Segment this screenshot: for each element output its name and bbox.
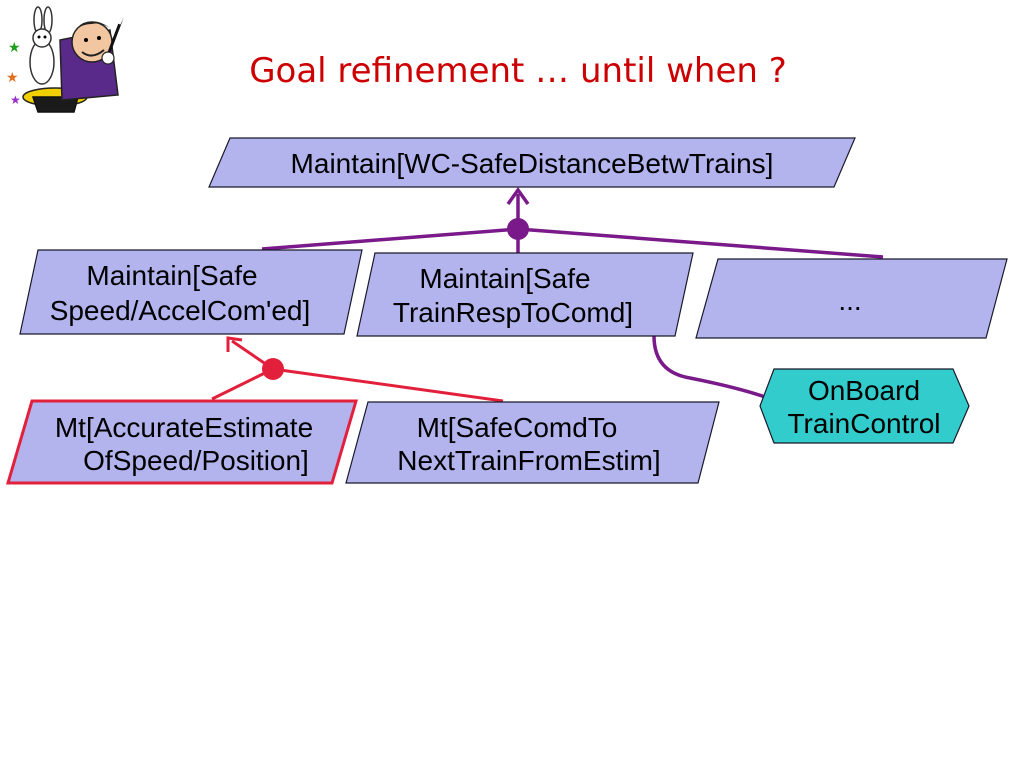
refinement-arrowhead bbox=[506, 186, 530, 206]
subgoal-more-label: ... bbox=[838, 285, 861, 316]
agent-shape bbox=[759, 368, 970, 444]
magician-icon: ★ ★ ★ bbox=[6, 6, 124, 113]
leaf-goal-safe-command-line2: NextTrainFromEstim] bbox=[397, 445, 660, 476]
agent-line2: TrainControl bbox=[787, 408, 940, 439]
subgoal-safe-speed-shape bbox=[19, 249, 363, 335]
leaf-goal-accurate-estimate[interactable]: Mt[AccurateEstimate OfSpeed/Position] bbox=[5, 399, 359, 485]
leaf-goal-safe-command[interactable]: Mt[SafeComdTo NextTrainFromEstim] bbox=[345, 401, 720, 484]
refinement-link-right bbox=[517, 227, 884, 259]
sub-refinement-link-right bbox=[272, 367, 504, 403]
leaf-goal-accurate-estimate-line1: Mt[AccurateEstimate bbox=[55, 412, 313, 443]
subgoal-train-response-line1: Maintain[Safe bbox=[419, 263, 590, 294]
subgoal-more[interactable]: ... bbox=[695, 258, 1008, 339]
subgoal-train-response[interactable]: Maintain[Safe TrainRespToComd] bbox=[356, 252, 694, 337]
refinement-node-root bbox=[507, 218, 529, 240]
root-goal[interactable]: Maintain[WC-SafeDistanceBetwTrains] bbox=[208, 137, 856, 188]
refinement-sub bbox=[211, 336, 504, 403]
refinement-root bbox=[261, 186, 884, 259]
slide-title: Goal refinement … until when ? bbox=[249, 51, 787, 91]
leaf-goal-accurate-estimate-line2: OfSpeed/Position] bbox=[83, 445, 309, 476]
subgoal-more-shape bbox=[695, 258, 1008, 339]
subgoal-safe-speed[interactable]: Maintain[Safe Speed/AccelCom'ed] bbox=[19, 249, 363, 335]
leaf-goal-safe-command-shape bbox=[345, 401, 720, 484]
subgoal-safe-speed-line2: Speed/AccelCom'ed] bbox=[50, 295, 311, 326]
svg-text:★: ★ bbox=[6, 70, 19, 86]
refinement-node-sub bbox=[262, 358, 284, 380]
agent-onboard-train-control[interactable]: OnBoard TrainControl bbox=[759, 368, 970, 444]
root-goal-shape bbox=[208, 137, 856, 188]
responsibility-link bbox=[652, 335, 769, 400]
agent-line1: OnBoard bbox=[808, 375, 920, 406]
subgoal-safe-speed-line1: Maintain[Safe bbox=[86, 260, 257, 291]
refinement-link-left bbox=[261, 227, 519, 251]
svg-text:★: ★ bbox=[10, 93, 21, 107]
subgoal-train-response-shape bbox=[356, 252, 694, 337]
subgoal-train-response-line2: TrainRespToComd] bbox=[393, 297, 633, 328]
sub-refinement-link-left bbox=[211, 367, 274, 401]
root-goal-label: Maintain[WC-SafeDistanceBetwTrains] bbox=[291, 148, 774, 179]
leaf-goal-accurate-estimate-shape bbox=[5, 399, 359, 485]
leaf-goal-safe-command-line1: Mt[SafeComdTo bbox=[417, 412, 618, 443]
svg-text:★: ★ bbox=[8, 40, 21, 56]
sub-refinement-arrowhead bbox=[226, 336, 243, 352]
